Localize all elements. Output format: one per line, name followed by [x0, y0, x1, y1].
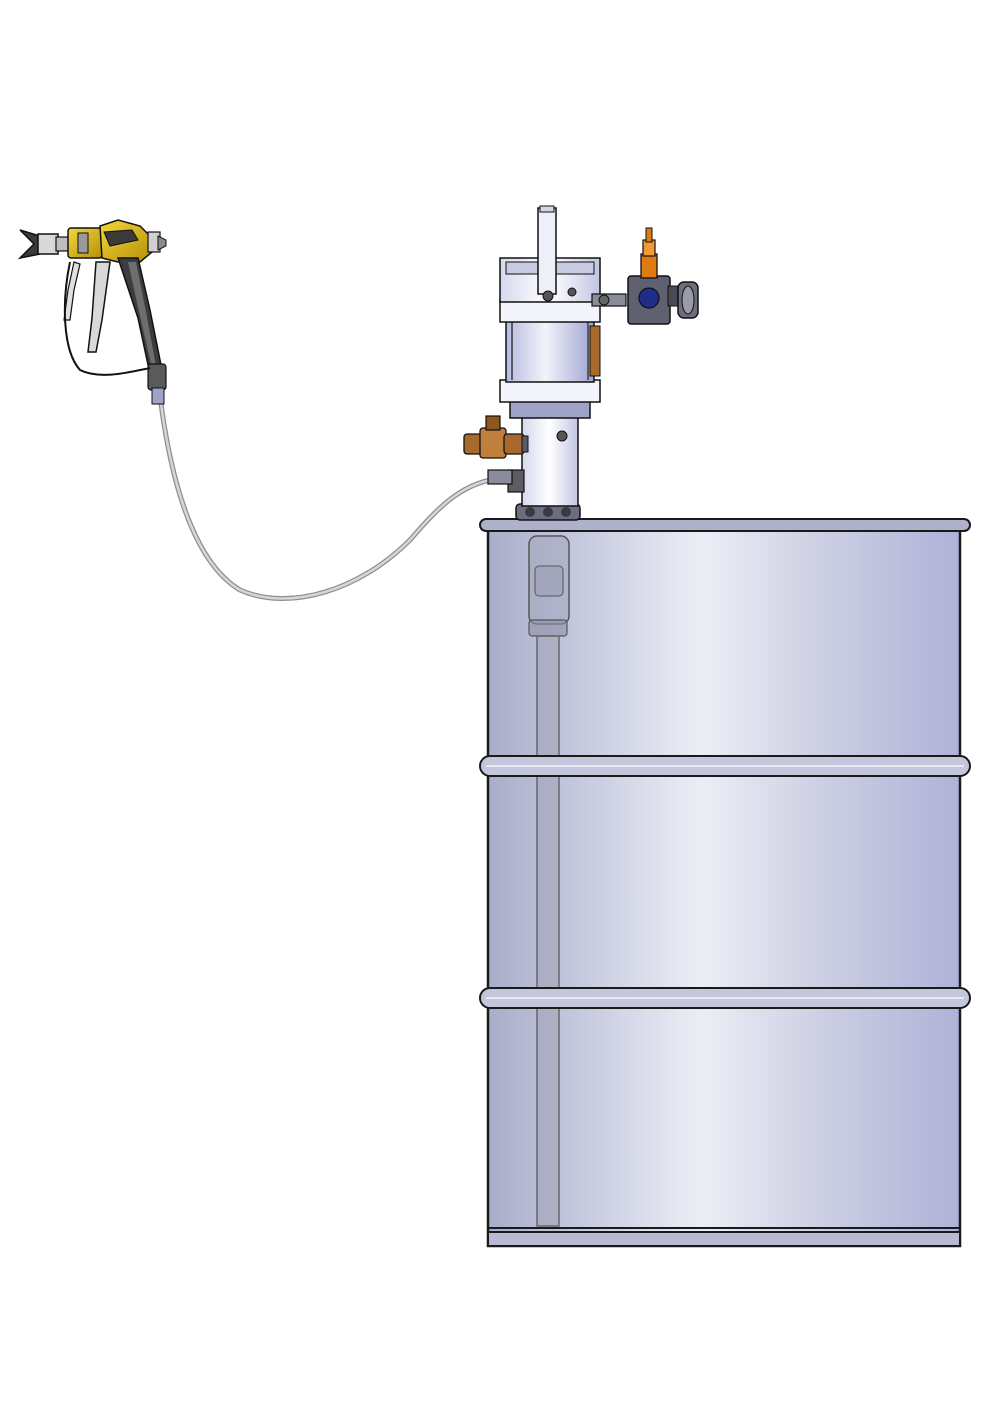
drum-icon	[479, 518, 971, 1248]
pump-icon	[487, 205, 601, 521]
fluid-hose	[158, 401, 508, 602]
spray-gun-icon	[17, 219, 167, 405]
hose-highlight	[159, 402, 507, 600]
valve-icon	[463, 415, 529, 459]
pressure-regulator-icon	[591, 227, 699, 325]
